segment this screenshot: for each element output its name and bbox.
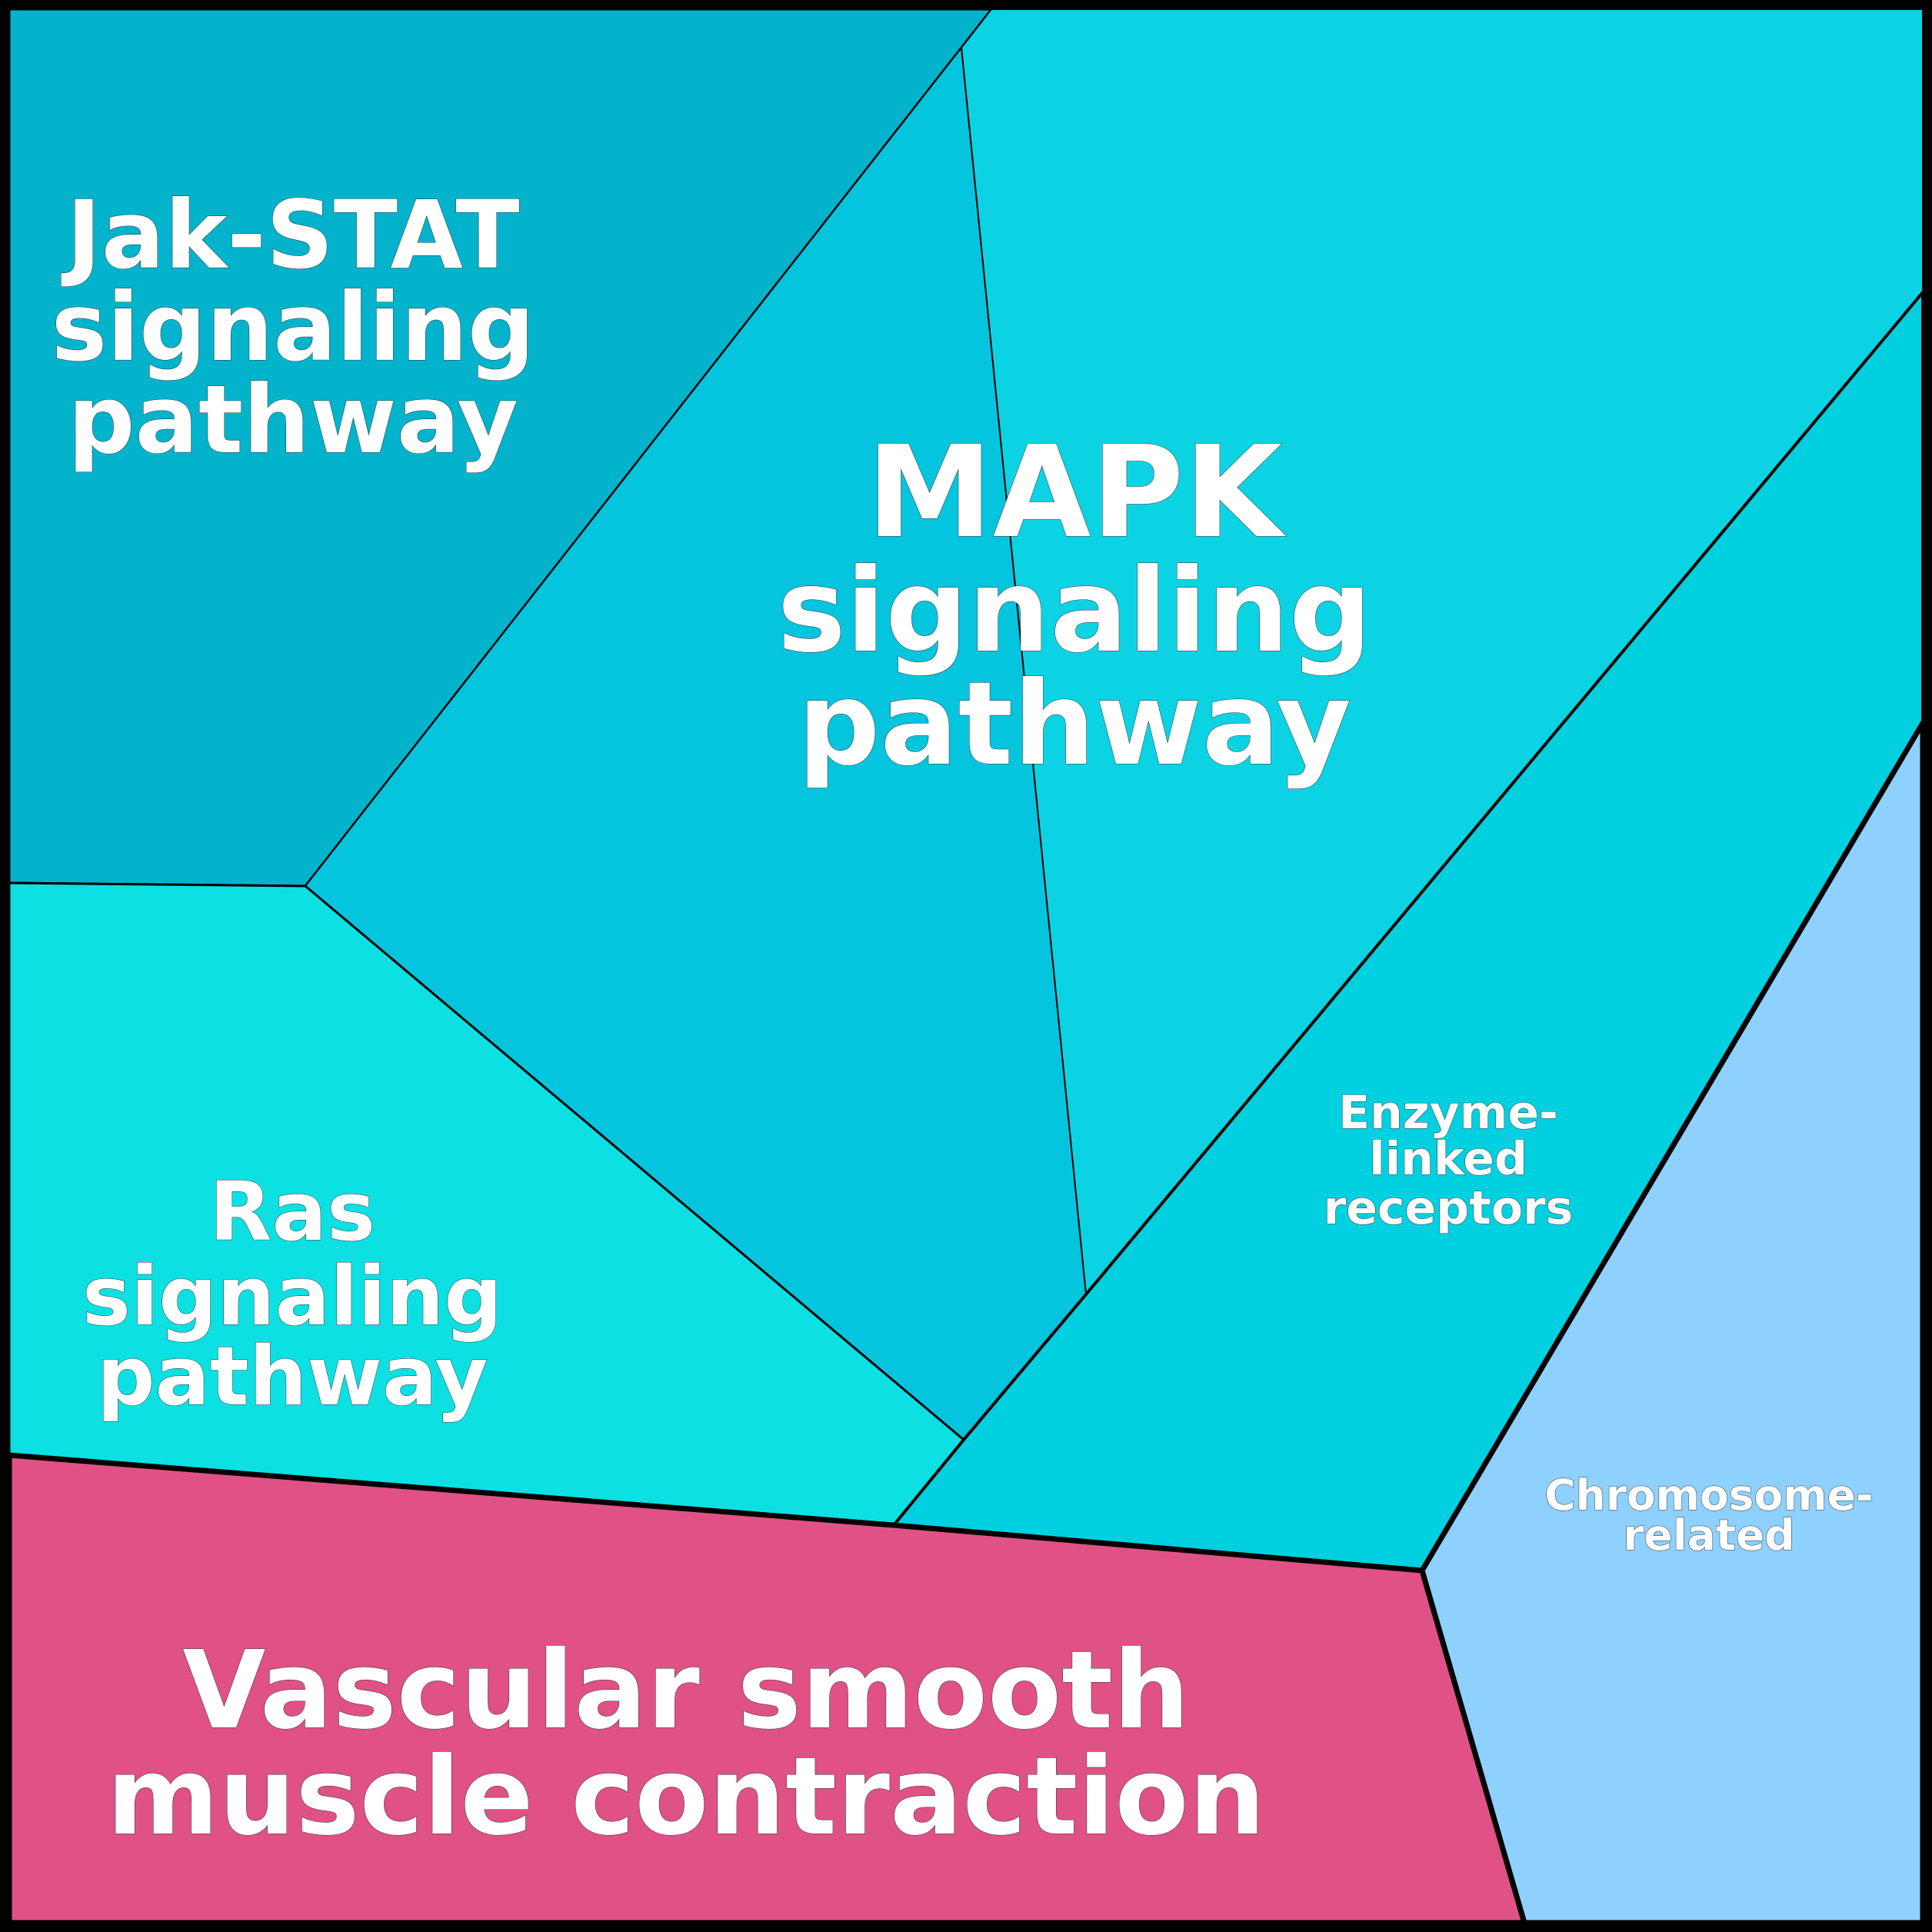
- cell-label-jak-stat-line-2: signaling: [52, 273, 535, 382]
- cell-label-ras-line-2: signaling: [82, 1249, 502, 1344]
- cell-label-enzyme-linked-line-2: linked: [1369, 1132, 1527, 1186]
- cell-label-enzyme-linked-line-1: Enzyme-: [1338, 1086, 1558, 1140]
- cell-label-jak-stat-line-3: pathway: [68, 365, 518, 475]
- cell-label-ras-line-1: Ras: [209, 1164, 375, 1259]
- cell-label-vascular-line-1: Vascular smooth: [182, 1628, 1190, 1754]
- cell-label-jak-stat-line-1: Jak-STAT: [61, 181, 519, 290]
- cell-label-enzyme-linked-line-3: receptors: [1324, 1181, 1574, 1235]
- cell-label-mapk-line-2: signaling: [777, 545, 1371, 678]
- cell-label-vascular-line-2: muscle contraction: [107, 1734, 1266, 1860]
- cell-label-chromosome-line-2: related: [1623, 1511, 1794, 1560]
- cell-label-mapk-line-3: pathway: [798, 658, 1351, 791]
- cell-label-mapk-line-1: MAPK: [867, 418, 1287, 566]
- cell-label-ras-line-3: pathway: [97, 1329, 488, 1424]
- cell-label-chromosome-line-1: Chromosome-: [1544, 1471, 1874, 1520]
